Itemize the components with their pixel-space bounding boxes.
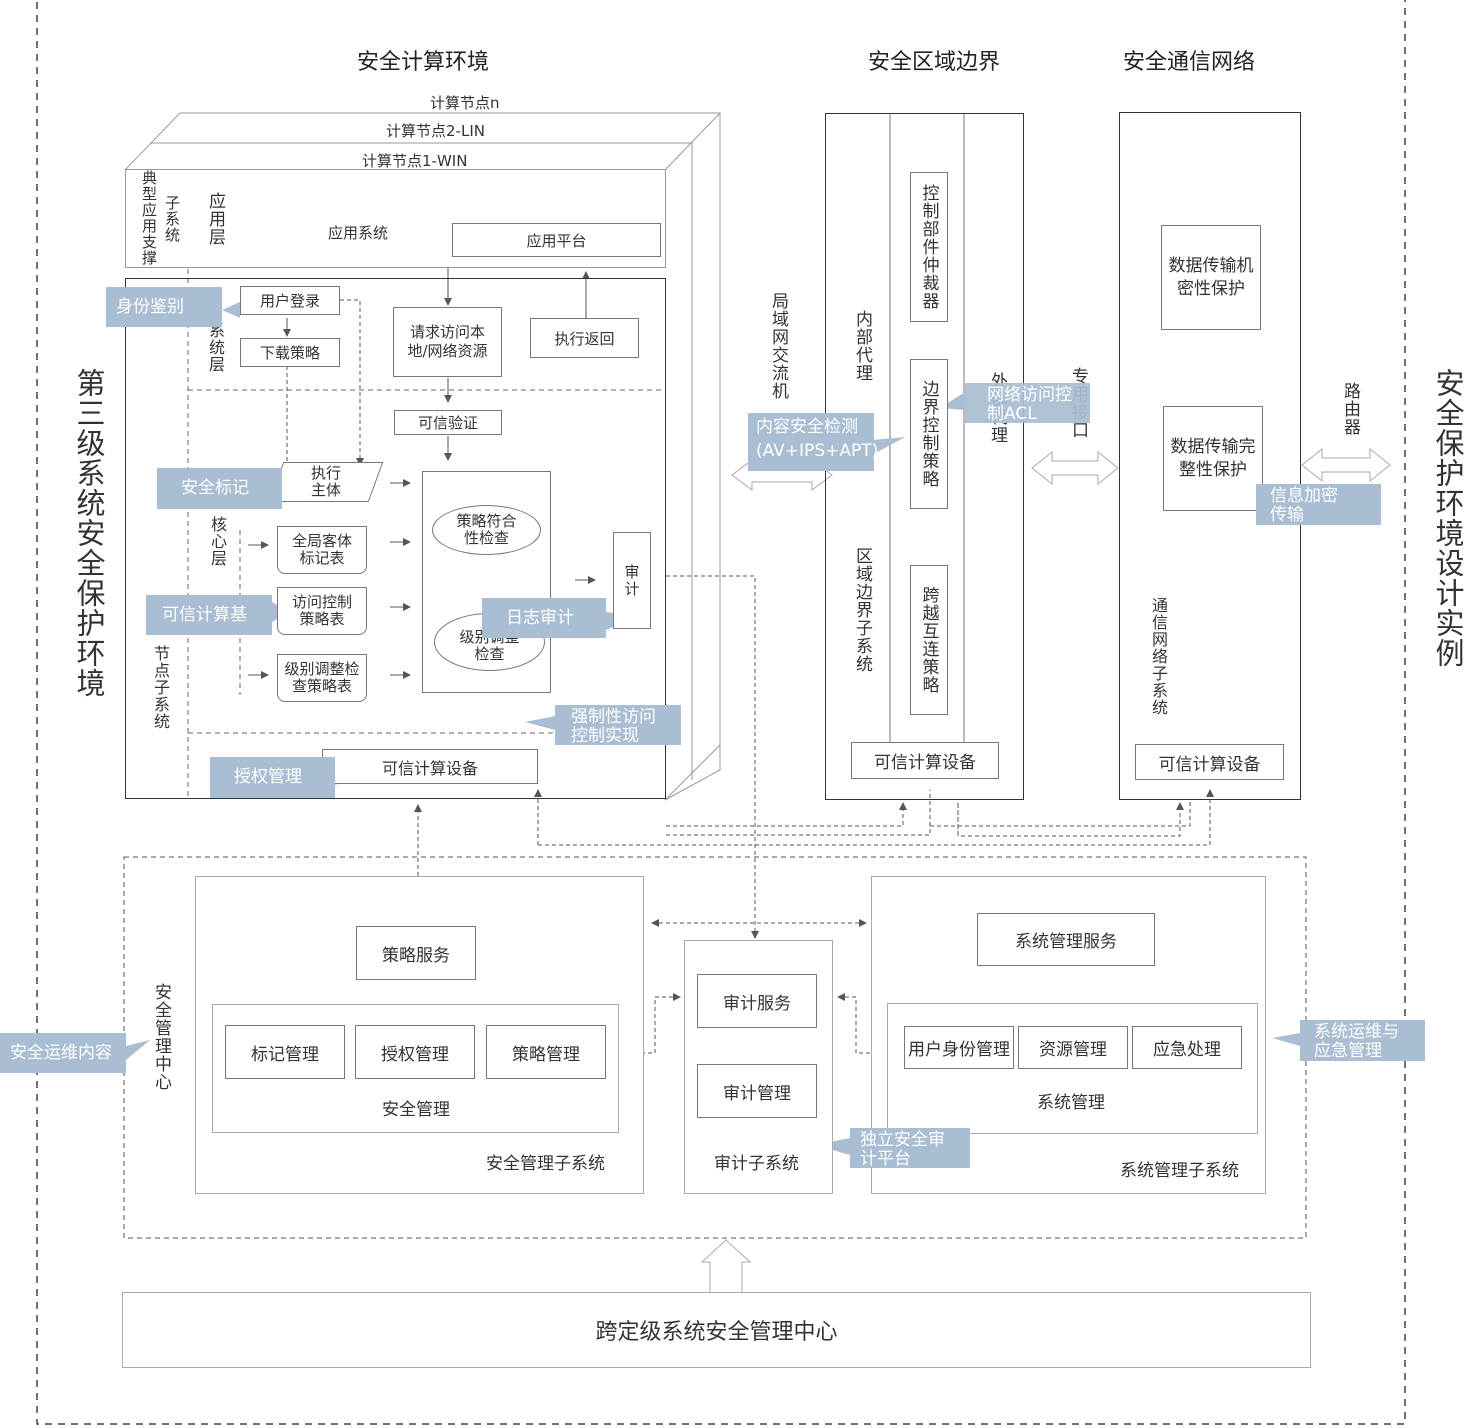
exec-subject-label: 执行主体 xyxy=(310,464,341,499)
integrity-box: 数据传输完整性保护 xyxy=(1163,406,1263,511)
exec-return-box: 执行返回 xyxy=(530,318,639,358)
boundary-policy-label: 边界控制策略 xyxy=(918,380,939,488)
comm-subsystem-label: 通信网络子系统 xyxy=(1149,597,1168,716)
audit-service-box: 审计服务 xyxy=(697,974,817,1028)
control-arbiter-box: 控制部件仲裁器 xyxy=(910,172,948,322)
callout-log-audit: 日志审计 xyxy=(482,598,606,638)
cross-policy-label: 跨越互连策略 xyxy=(918,586,939,694)
access-control-table: 访问控制策略表 xyxy=(277,587,367,635)
left-vertical-title: 第三级系统安全保护环境 xyxy=(72,368,106,698)
callout-independent-audit: 独立安全审计平台 xyxy=(850,1128,970,1169)
boundary-policy-box: 边界控制策略 xyxy=(910,359,948,509)
callout-authorization: 授权管理 xyxy=(210,757,335,798)
callout-ops-content: 安全运维内容 xyxy=(0,1033,126,1073)
compute-trusted-device: 可信计算设备 xyxy=(322,749,538,784)
system-layer-label: 系统层 xyxy=(206,322,225,373)
right-vertical-title: 安全保护环境设计实例 xyxy=(1431,368,1464,668)
policy-mgmt-box: 策略管理 xyxy=(486,1025,606,1079)
mgmt-center-label: 安全管理中心 xyxy=(151,983,171,1091)
core-layer-label: 核心层 xyxy=(208,516,227,567)
router-label: 路由器 xyxy=(1340,382,1360,436)
resource-mgmt-box: 资源管理 xyxy=(1018,1026,1128,1069)
app-layer-label: 应用层 xyxy=(205,192,225,246)
callout-content-detection: 内容安全检测 (AV+IPS+APT) xyxy=(748,413,879,471)
request-access-box: 请求访问本地/网络资源 xyxy=(393,307,502,377)
security-subsystem-label: 安全管理子系统 xyxy=(486,1154,605,1174)
node-n-label: 计算节点n xyxy=(430,94,500,112)
global-object-table: 全局客体标记表 xyxy=(277,526,367,574)
callout-encryption: 信息加密传输 xyxy=(1256,484,1381,525)
network-trusted-device: 可信计算设备 xyxy=(1135,744,1284,780)
independent-audit-text: 独立安全审计平台 xyxy=(860,1130,945,1169)
emergency-box: 应急处理 xyxy=(1132,1026,1242,1069)
boundary-title: 安全区域边界 xyxy=(868,50,1001,75)
user-login-box: 用户登录 xyxy=(240,286,340,315)
callout-network-acl: 网络访问控制ACL xyxy=(965,383,1090,424)
audit-mgmt-box: 审计管理 xyxy=(697,1064,817,1118)
callout-identity: 身份鉴别 xyxy=(106,287,222,327)
region-subsystem-label: 区域边界子系统 xyxy=(852,547,872,673)
exec-subject-shape: 执行主体 xyxy=(268,462,384,502)
control-arbiter-label: 控制部件仲裁器 xyxy=(918,184,939,310)
mandatory-access-text: 强制性访问控制实现 xyxy=(571,707,656,746)
subsystem-label: 子系统 xyxy=(163,195,181,243)
policy-service-box: 策略服务 xyxy=(356,926,476,980)
lan-switch-label: 局域网交流机 xyxy=(768,292,788,400)
audit-box: 审计 xyxy=(613,532,651,629)
network-box xyxy=(1119,112,1301,800)
trusted-verify-box: 可信验证 xyxy=(394,410,502,435)
mark-mgmt-box: 标记管理 xyxy=(225,1025,345,1079)
cross-center-box: 跨定级系统安全管理中心 xyxy=(122,1292,1311,1368)
inner-proxy-label: 内部代理 xyxy=(852,310,872,382)
network-acl-text: 网络访问控制ACL xyxy=(987,385,1072,424)
app-system-label: 应用系统 xyxy=(328,224,389,242)
boundary-trusted-device: 可信计算设备 xyxy=(851,742,999,779)
auth-mgmt-box: 授权管理 xyxy=(355,1025,475,1079)
callout-mandatory-access: 强制性访问控制实现 xyxy=(555,705,681,746)
callout-security-mark: 安全标记 xyxy=(157,468,282,509)
callout-trusted-base: 可信计算基 xyxy=(146,595,272,635)
encryption-text: 信息加密传输 xyxy=(1270,486,1338,525)
level-adjust-table: 级别调整检查策略表 xyxy=(277,654,367,702)
app-platform-box: 应用平台 xyxy=(452,223,661,257)
sys-ops-text: 系统运维与应急管理 xyxy=(1314,1022,1399,1061)
typical-support-label: 典型应用支撑 xyxy=(140,170,158,266)
policy-check-ellipse: 策略符合性检查 xyxy=(432,505,541,555)
content-detection-line1: 内容安全检测 xyxy=(756,417,858,437)
node-lin-label: 计算节点2-LIN xyxy=(386,122,485,140)
callout-sys-ops: 系统运维与应急管理 xyxy=(1300,1020,1425,1061)
cross-policy-box: 跨越互连策略 xyxy=(910,565,948,715)
compute-env-title: 安全计算环境 xyxy=(357,50,490,75)
sys-mgmt-label: 系统管理 xyxy=(1037,1093,1105,1113)
sys-service-box: 系统管理服务 xyxy=(977,913,1155,966)
audit-subsystem-label: 审计子系统 xyxy=(714,1154,799,1174)
node-win-label: 计算节点1-WIN xyxy=(362,152,468,170)
user-identity-box: 用户身份管理 xyxy=(904,1026,1014,1069)
content-detection-line2: (AV+IPS+APT) xyxy=(756,441,879,461)
network-title: 安全通信网络 xyxy=(1123,50,1256,75)
confidentiality-box: 数据传输机密性保护 xyxy=(1161,225,1261,330)
security-mgmt-label: 安全管理 xyxy=(382,1100,450,1120)
sys-subsystem-label: 系统管理子系统 xyxy=(1120,1161,1239,1181)
download-policy-box: 下载策略 xyxy=(240,338,340,367)
node-subsystem-box xyxy=(125,278,666,799)
node-subsystem-label: 节点子系统 xyxy=(151,645,170,730)
